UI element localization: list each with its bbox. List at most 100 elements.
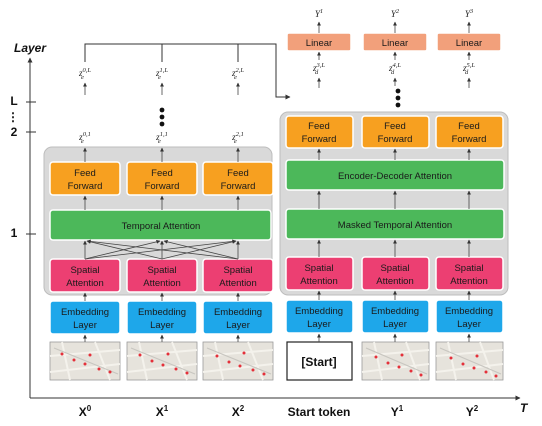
svg-text:Spatial: Spatial — [454, 263, 483, 274]
encoder-spatial-attention-1: Spatial Attention — [126, 258, 198, 293]
encoder-output-layer1-arrows — [83, 147, 240, 162]
encoder-feed-forward-0: Feed Forward — [49, 161, 121, 196]
temporal-attention-block: Temporal Attention — [49, 209, 272, 241]
temporal-cross-connections — [83, 239, 240, 260]
svg-text:Attention: Attention — [219, 278, 257, 289]
encoder-feed-forward-2: Feed Forward — [202, 161, 274, 196]
encoder-spatial-attention-2: Spatial Attention — [202, 258, 274, 293]
svg-text:Feed: Feed — [308, 121, 330, 132]
y-tick-2: 2 — [11, 125, 18, 139]
svg-text:Temporal Attention: Temporal Attention — [122, 221, 201, 232]
svg-text:Spatial: Spatial — [70, 265, 99, 276]
svg-text:Layer: Layer — [307, 319, 331, 330]
svg-text:X0: X0 — [79, 404, 92, 419]
svg-text:Attention: Attention — [66, 278, 104, 289]
svg-text:Linear: Linear — [382, 38, 408, 49]
output-y3: Y3 — [465, 8, 474, 19]
decoder-feed-forward-2: Feed Forward — [435, 115, 504, 149]
decoder-embedding-1: Embedding Layer — [361, 299, 430, 334]
svg-text:Feed: Feed — [384, 121, 406, 132]
svg-text:Forward: Forward — [378, 134, 413, 145]
output-y2: Y2 — [391, 8, 400, 19]
svg-text:Spatial: Spatial — [223, 265, 252, 276]
start-token-box: [Start] — [286, 341, 353, 381]
masked-temporal-attention-block: Masked Temporal Attention — [285, 208, 505, 240]
encoder-vertical-arrows — [83, 195, 240, 342]
svg-text:Attention: Attention — [450, 276, 488, 287]
y-tick-ellipsis: ⋮ — [7, 110, 19, 124]
encoder-map-thumbnail-2 — [202, 341, 274, 381]
svg-text:Attention: Attention — [300, 276, 338, 287]
encoder-decoder-attention-block: Encoder-Decoder Attention — [285, 159, 505, 191]
svg-text:Spatial: Spatial — [147, 265, 176, 276]
svg-text:Feed: Feed — [151, 168, 173, 179]
y-tick-1: 1 — [11, 226, 18, 240]
svg-text:Feed: Feed — [227, 168, 249, 179]
decoder-feed-forward-1: Feed Forward — [361, 115, 430, 149]
x-label-1: X1 — [156, 404, 169, 419]
decoder-spatial-attention-0: Spatial Attention — [285, 256, 354, 291]
x-label-y2: Y2 — [466, 404, 479, 419]
svg-text:[Start]: [Start] — [301, 355, 336, 369]
svg-text:Embedding: Embedding — [445, 306, 493, 317]
decoder-panel — [279, 111, 509, 296]
linear-box-0: Linear — [286, 32, 352, 52]
encoder-embedding-0: Embedding Layer — [49, 300, 121, 335]
svg-text:Spatial: Spatial — [380, 263, 409, 274]
x-axis-title: T — [520, 401, 529, 415]
encoder-spatial-attention-0: Spatial Attention — [49, 258, 121, 293]
svg-text:Embedding: Embedding — [371, 306, 419, 317]
svg-text:Y2: Y2 — [466, 404, 479, 419]
linear-box-1: Linear — [362, 32, 428, 52]
svg-text:Attention: Attention — [143, 278, 181, 289]
output-y1: Y1 — [315, 8, 323, 19]
x-label-start-token: Start token — [288, 405, 351, 419]
svg-text:Encoder-Decoder Attention: Encoder-Decoder Attention — [338, 171, 452, 182]
svg-text:X1: X1 — [156, 404, 169, 419]
x-label-2: X2 — [232, 404, 245, 419]
decoder-layer-ellipsis — [395, 88, 401, 108]
encoder-to-decoder-connector — [84, 43, 291, 100]
svg-text:Forward: Forward — [68, 181, 103, 192]
svg-text:X2: X2 — [232, 404, 245, 419]
svg-text:Linear: Linear — [456, 38, 482, 49]
svg-text:Layer: Layer — [457, 319, 481, 330]
decoder-spatial-attention-1: Spatial Attention — [361, 256, 430, 291]
svg-text:Forward: Forward — [145, 181, 180, 192]
decoder-map-thumbnail-y1 — [361, 341, 430, 381]
linear-output-arrows — [317, 21, 471, 33]
svg-text:Y1: Y1 — [391, 404, 404, 419]
x-label-0: X0 — [79, 404, 92, 419]
decoder-output-L-arrows — [317, 51, 471, 88]
svg-text:Masked Temporal Attention: Masked Temporal Attention — [338, 220, 452, 231]
encoder-map-thumbnail-0 — [49, 341, 121, 381]
svg-text:Layer: Layer — [383, 319, 407, 330]
y-axis-title: Layer — [14, 41, 47, 55]
encoder-feed-forward-1: Feed Forward — [126, 161, 198, 196]
svg-text:Forward: Forward — [452, 134, 487, 145]
svg-text:Layer: Layer — [150, 320, 174, 331]
svg-text:Linear: Linear — [306, 38, 332, 49]
encoder-layer-ellipsis — [159, 107, 165, 127]
decoder-vertical-arrows — [317, 148, 471, 342]
encoder-embedding-2: Embedding Layer — [202, 300, 274, 335]
decoder-feed-forward-0: Feed Forward — [285, 115, 354, 149]
encoder-embedding-1: Embedding Layer — [126, 300, 198, 335]
svg-text:Feed: Feed — [74, 168, 96, 179]
svg-text:Embedding: Embedding — [61, 307, 109, 318]
svg-text:Embedding: Embedding — [138, 307, 186, 318]
svg-text:Forward: Forward — [302, 134, 337, 145]
svg-text:Feed: Feed — [458, 121, 480, 132]
encoder-map-thumbnail-1 — [126, 341, 198, 381]
svg-text:Spatial: Spatial — [304, 263, 333, 274]
svg-text:Embedding: Embedding — [214, 307, 262, 318]
y-tick-L: L — [10, 94, 17, 108]
